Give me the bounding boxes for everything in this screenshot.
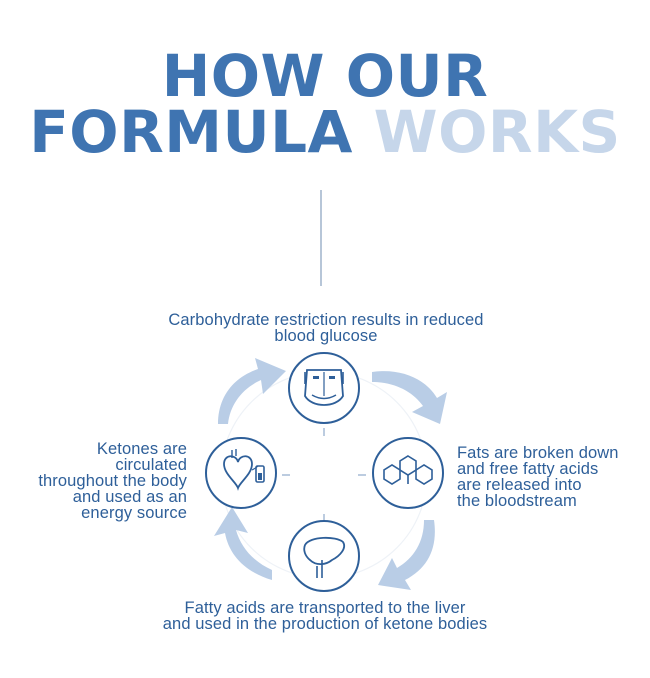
heart-iv-icon xyxy=(205,437,277,509)
arrow-top-left xyxy=(218,358,286,424)
title-how-our: HOW OUR xyxy=(161,42,489,110)
caption-bottom: Fatty acids are transported to the liver… xyxy=(65,599,585,633)
cycle-arrows xyxy=(214,358,447,590)
caption-right-line: the bloodstream xyxy=(457,492,577,510)
caption-left: Ketones are circulated throughout the bo… xyxy=(2,440,187,522)
torso-icon xyxy=(288,352,360,424)
caption-right-line: are released into xyxy=(457,476,582,494)
caption-right: Fats are broken down and free fatty acid… xyxy=(457,444,650,510)
caption-left-line: and used as an xyxy=(72,488,187,506)
molecule-icon xyxy=(372,437,444,509)
caption-top: Carbohydrate restriction results in redu… xyxy=(70,311,582,345)
liver-icon xyxy=(288,520,360,592)
caption-left-line: Ketones are xyxy=(96,440,187,458)
title-works: WORKS xyxy=(373,98,621,166)
page-title-line-2: FORMULA WORKS xyxy=(0,103,650,161)
arrow-bottom-left xyxy=(214,507,272,580)
vertical-divider xyxy=(320,190,322,286)
caption-right-line: Fats are broken down xyxy=(457,444,619,462)
caption-left-line: circulated xyxy=(115,456,187,474)
caption-bottom-line: and used in the production of ketone bod… xyxy=(162,615,488,633)
caption-left-line: energy source xyxy=(81,504,187,522)
arrow-top-right xyxy=(372,371,447,424)
caption-bottom-line: Fatty acids are transported to the liver xyxy=(184,599,466,617)
ring-ticks xyxy=(282,428,366,522)
arrow-bottom-right xyxy=(378,520,435,590)
caption-top-line: blood glucose xyxy=(274,327,378,345)
page-title-line-1: HOW OUR xyxy=(0,47,650,105)
caption-top-line: Carbohydrate restriction results in redu… xyxy=(168,311,484,329)
caption-right-line: and free fatty acids xyxy=(457,460,599,478)
title-formula: FORMULA xyxy=(29,98,353,166)
caption-left-line: throughout the body xyxy=(38,472,187,490)
